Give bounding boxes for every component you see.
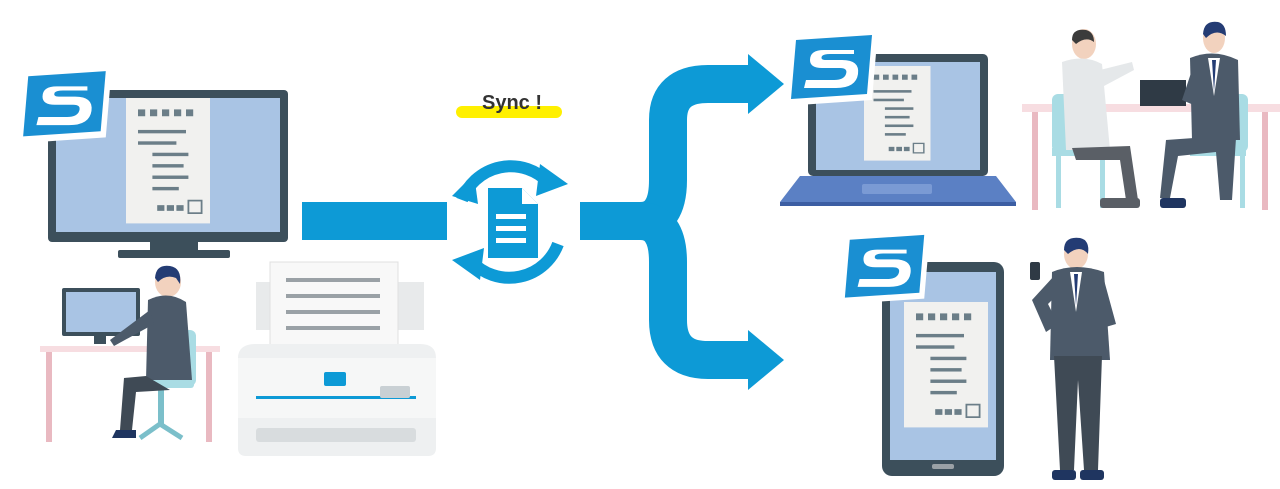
man-with-phone [1030,237,1116,480]
scansnap-logo-desktop [16,66,112,144]
flow-connector [302,202,642,240]
branch-arrows [638,54,784,390]
smartphone [882,262,1004,476]
document-scanner [238,261,436,456]
meeting-scene [1022,21,1280,210]
office-worker-at-desk [40,265,220,442]
scansnap-logo-laptop [784,30,878,106]
desktop-monitor [48,90,288,258]
sync-highlight [456,106,562,118]
sync-label: Sync ! [481,92,543,114]
scansnap-logo-smartphone [838,230,931,305]
document-sync-icon [448,160,572,284]
